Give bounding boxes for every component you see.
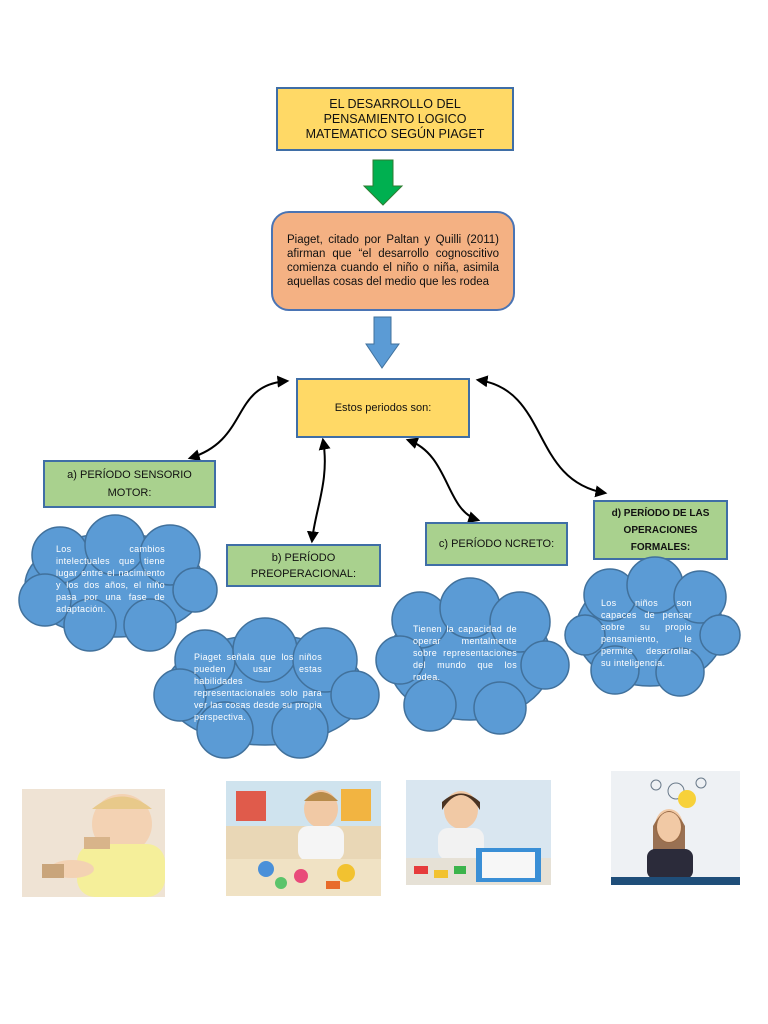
cloud-c-shape xyxy=(375,577,570,735)
period-a-label: a) PERÍODO SENSORIO MOTOR: xyxy=(67,469,192,499)
intro-text: Piaget, citado por Paltan y Quilli (2011… xyxy=(287,234,499,288)
intro-box: Piaget, citado por Paltan y Quilli (2011… xyxy=(271,211,515,311)
title-box: EL DESARROLLO DEL PENSAMIENTO LOGICO MAT… xyxy=(276,87,514,151)
period-b-label: b) PERÍODO PREOPERACIONAL: xyxy=(250,551,357,580)
period-d-label: d) PERÍODO DE LAS OPERACIONES FORMALES: xyxy=(611,507,710,553)
curve-arrow-a xyxy=(187,375,290,461)
title-text: EL DESARROLLO DEL PENSAMIENTO LOGICO MAT… xyxy=(305,96,485,141)
curve-arrow-c xyxy=(405,437,481,523)
cloud-b-shape xyxy=(153,617,380,759)
cloud-a-text: Los cambios intelectuales que tiene luga… xyxy=(56,544,165,614)
cloud-c-text: Tienen la capacidad de operar mentalment… xyxy=(413,624,517,682)
period-d-box: d) PERÍODO DE LAS OPERACIONES FORMALES: xyxy=(593,500,728,560)
cloud-d-shape xyxy=(564,556,741,697)
green-down-arrow-icon xyxy=(362,159,404,206)
curve-arrow-b xyxy=(306,437,331,544)
baby-photo xyxy=(22,789,165,897)
blue-down-arrow-icon xyxy=(365,316,400,369)
period-c-label: c) PERÍODO NCRETO: xyxy=(438,538,555,550)
periods-box: Estos periodos son: xyxy=(296,378,470,438)
period-b-box: b) PERÍODO PREOPERACIONAL: xyxy=(226,544,381,587)
child-playdough-photo xyxy=(226,781,381,896)
girl-puzzle-photo xyxy=(406,780,551,885)
cloud-a-shape xyxy=(18,514,218,652)
period-a-box: a) PERÍODO SENSORIO MOTOR: xyxy=(43,460,216,508)
thinking-girl-photo xyxy=(611,771,740,885)
cloud-d-text: Los niños son capaces de pensar sobre su… xyxy=(601,598,692,668)
periods-label: Estos periodos son: xyxy=(334,402,432,414)
curve-arrow-d xyxy=(475,375,608,498)
cloud-b-text: Piaget señala que los niños pueden usar … xyxy=(194,652,322,722)
period-c-box: c) PERÍODO NCRETO: xyxy=(425,522,568,566)
